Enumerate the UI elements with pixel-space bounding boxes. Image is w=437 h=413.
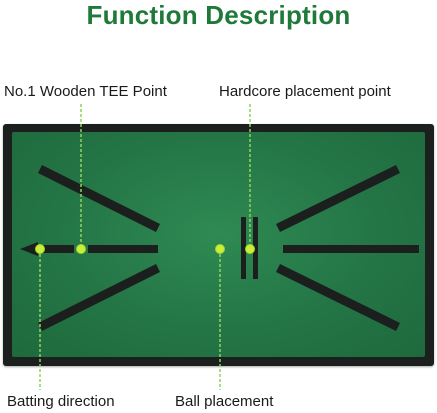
batting-direction-arrow-shaft (36, 245, 74, 253)
batting-direction-marker-dot (35, 244, 45, 254)
hardcore-vertical-strip-left (241, 217, 246, 279)
center-line-strip-left (88, 245, 158, 253)
hardcore-vertical-strip-right (253, 217, 258, 279)
right-upper-diagonal-strip (276, 164, 400, 233)
tee-point-label: No.1 Wooden TEE Point (4, 83, 167, 100)
ball-placement-marker-dot (215, 244, 225, 254)
hardcore-point-label: Hardcore placement point (219, 83, 391, 100)
hardcore-point-marker-dot (245, 244, 255, 254)
ball-placement-label: Ball placement (175, 393, 274, 410)
center-line-strip-right (283, 245, 419, 253)
batting-direction-arrow-head (20, 242, 38, 256)
left-upper-diagonal-strip (37, 164, 161, 233)
page-title: Function Description (86, 0, 351, 30)
batting-direction-label: Batting direction (7, 393, 115, 410)
left-lower-diagonal-strip (37, 263, 161, 332)
tee-point-marker-dot (76, 244, 86, 254)
right-lower-diagonal-strip (276, 263, 400, 332)
